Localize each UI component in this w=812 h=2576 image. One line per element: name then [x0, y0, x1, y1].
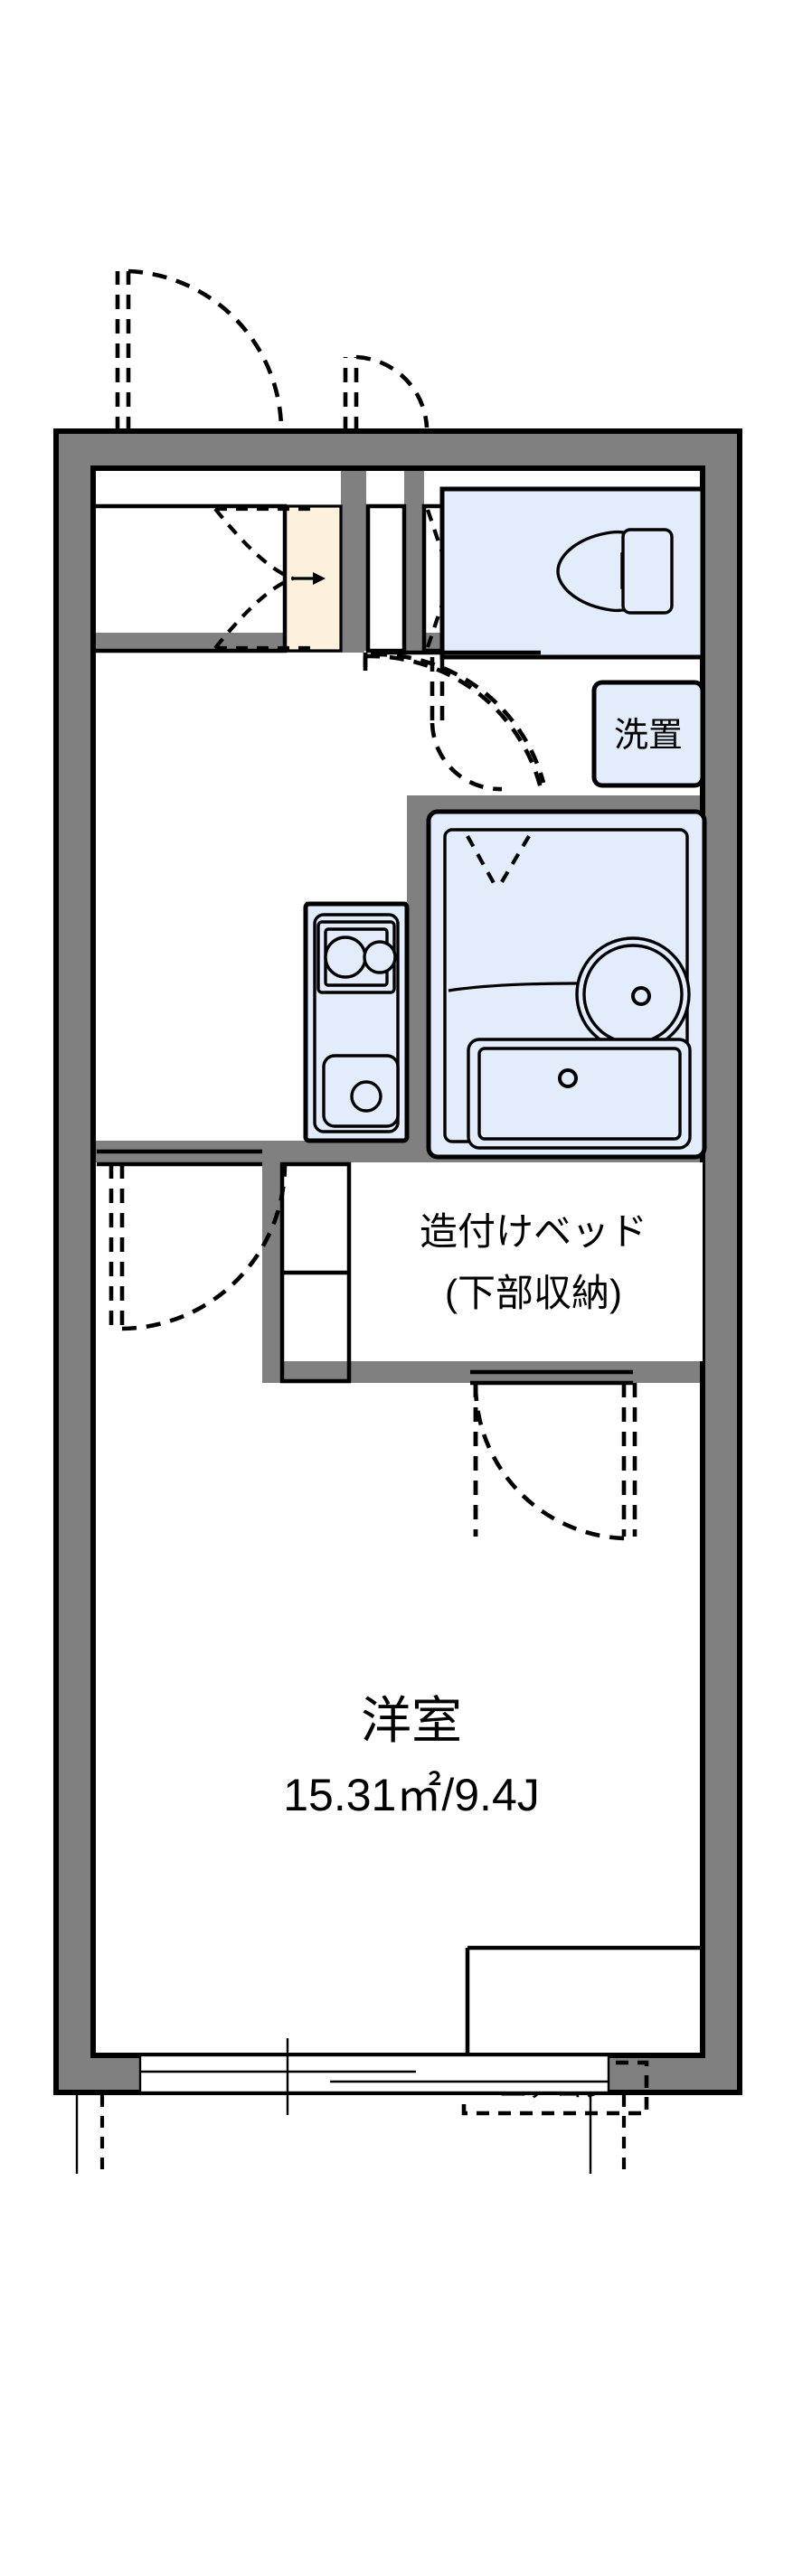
- toilet-fixture: [556, 528, 674, 615]
- hall-door[interactable]: [363, 650, 546, 789]
- entrance-door[interactable]: [115, 268, 284, 431]
- toilet-door[interactable]: [430, 657, 503, 792]
- toilet-outer-door[interactable]: [343, 354, 430, 431]
- room-side-door[interactable]: [470, 1369, 637, 1541]
- toilet-room: [439, 486, 705, 660]
- built-in-bed: 造付けベッド (下部収納): [284, 1162, 703, 1361]
- room-name: 洋室: [361, 1692, 462, 1749]
- entry-closet[interactable]: [90, 503, 326, 653]
- kitchen: [303, 901, 410, 1143]
- main-room-label: 洋室 15.31㎡/9.4J: [283, 1692, 540, 1820]
- bed-label-line1: 造付けベッド: [420, 1210, 647, 1253]
- washer-label: 洗置: [614, 717, 683, 755]
- washer-space: 洗置: [591, 680, 705, 788]
- genkan-entrance: [93, 465, 343, 653]
- unit-bath: [426, 809, 707, 1160]
- balcony-window[interactable]: [75, 2038, 627, 2174]
- bed-label-line2: (下部収納): [445, 1272, 622, 1314]
- room-entry-door[interactable]: [97, 1149, 288, 1331]
- bath-door[interactable]: [466, 834, 531, 891]
- storage-cabinet[interactable]: [279, 1161, 352, 1384]
- room-area: 15.31㎡/9.4J: [283, 1770, 540, 1820]
